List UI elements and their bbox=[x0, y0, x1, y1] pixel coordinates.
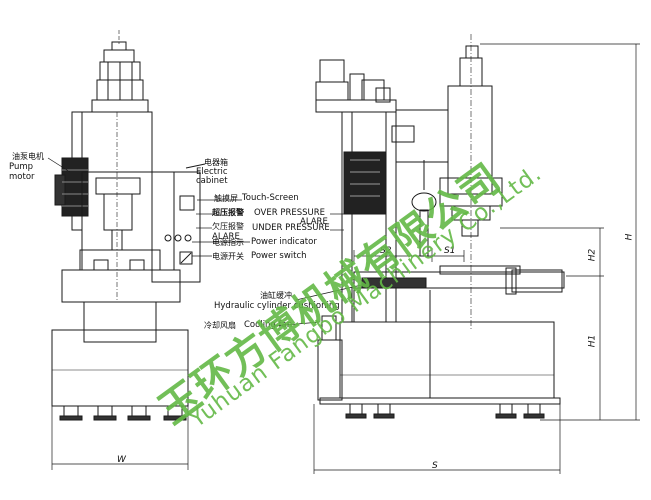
side-pump-motor bbox=[343, 151, 387, 215]
under-pressure-alare: ALARE bbox=[212, 232, 240, 242]
side-view bbox=[313, 34, 640, 474]
touch-screen-label-en: Touch-Screen bbox=[242, 193, 299, 203]
electric-cabinet-label-en-2: cabinet bbox=[196, 176, 228, 186]
front-top-valve bbox=[91, 30, 149, 113]
power-switch-label-en: Power switch bbox=[251, 251, 307, 261]
cooling-fan-label-cn: 冷却风扇 bbox=[204, 321, 236, 330]
cushioning-label-en: Hydraulic cylinder cushioning bbox=[214, 301, 340, 311]
dimension-h1: H1 bbox=[587, 334, 598, 348]
front-electric-cabinet bbox=[151, 163, 206, 283]
over-pressure-label-en: OVER PRESSURE bbox=[254, 208, 326, 218]
over-pressure-label-cn: 超压报警 bbox=[212, 208, 244, 217]
dimension-s: S bbox=[432, 461, 438, 471]
power-indicator-label-en: Power indicator bbox=[251, 237, 317, 247]
dimension-s2: S2 bbox=[380, 246, 392, 256]
front-base bbox=[51, 249, 189, 407]
cushioning-label-cn: 油缸缓冲 bbox=[260, 291, 292, 300]
touch-screen-label-cn: 触摸屏 bbox=[214, 194, 238, 203]
dimension-h2: H2 bbox=[587, 248, 598, 262]
power-switch-label-cn: 电源开关 bbox=[212, 252, 244, 261]
side-work-table bbox=[353, 265, 565, 322]
dimension-w: W bbox=[117, 455, 126, 465]
side-feet bbox=[345, 403, 545, 419]
pump-motor-label-en-1: Pump bbox=[9, 162, 34, 172]
electric-cabinet-label-cn: 电器箱 bbox=[204, 158, 228, 167]
side-dimension-lines bbox=[313, 250, 561, 474]
electric-cabinet-label-en-1: Electric bbox=[196, 167, 228, 177]
pump-motor-label-en-2: motor bbox=[9, 172, 35, 182]
dimension-h: H bbox=[624, 233, 635, 241]
pump-motor-label-cn: 油泵电机 bbox=[12, 152, 44, 161]
under-pressure-label-en: UNDER PRESSURE bbox=[252, 223, 330, 233]
side-top-valves bbox=[315, 59, 397, 113]
dimension-s1: S1 bbox=[444, 246, 456, 256]
side-upper-arm bbox=[395, 34, 503, 330]
over-pressure-alare: ALARE bbox=[300, 217, 328, 227]
power-indicator-label-cn: 电源指示 bbox=[212, 238, 244, 247]
callout-leaders bbox=[47, 157, 367, 327]
side-base bbox=[317, 290, 561, 405]
side-height-dimension-lines bbox=[480, 43, 640, 421]
front-view bbox=[51, 30, 206, 470]
front-c-frame bbox=[81, 112, 175, 300]
dimension-w-lines bbox=[51, 406, 189, 470]
front-pump-motor bbox=[54, 111, 89, 231]
front-feet bbox=[59, 405, 187, 421]
cooling-fan-label-en: Cooling fan bbox=[244, 320, 293, 330]
under-pressure-label-cn: 欠压报警 bbox=[212, 222, 244, 231]
